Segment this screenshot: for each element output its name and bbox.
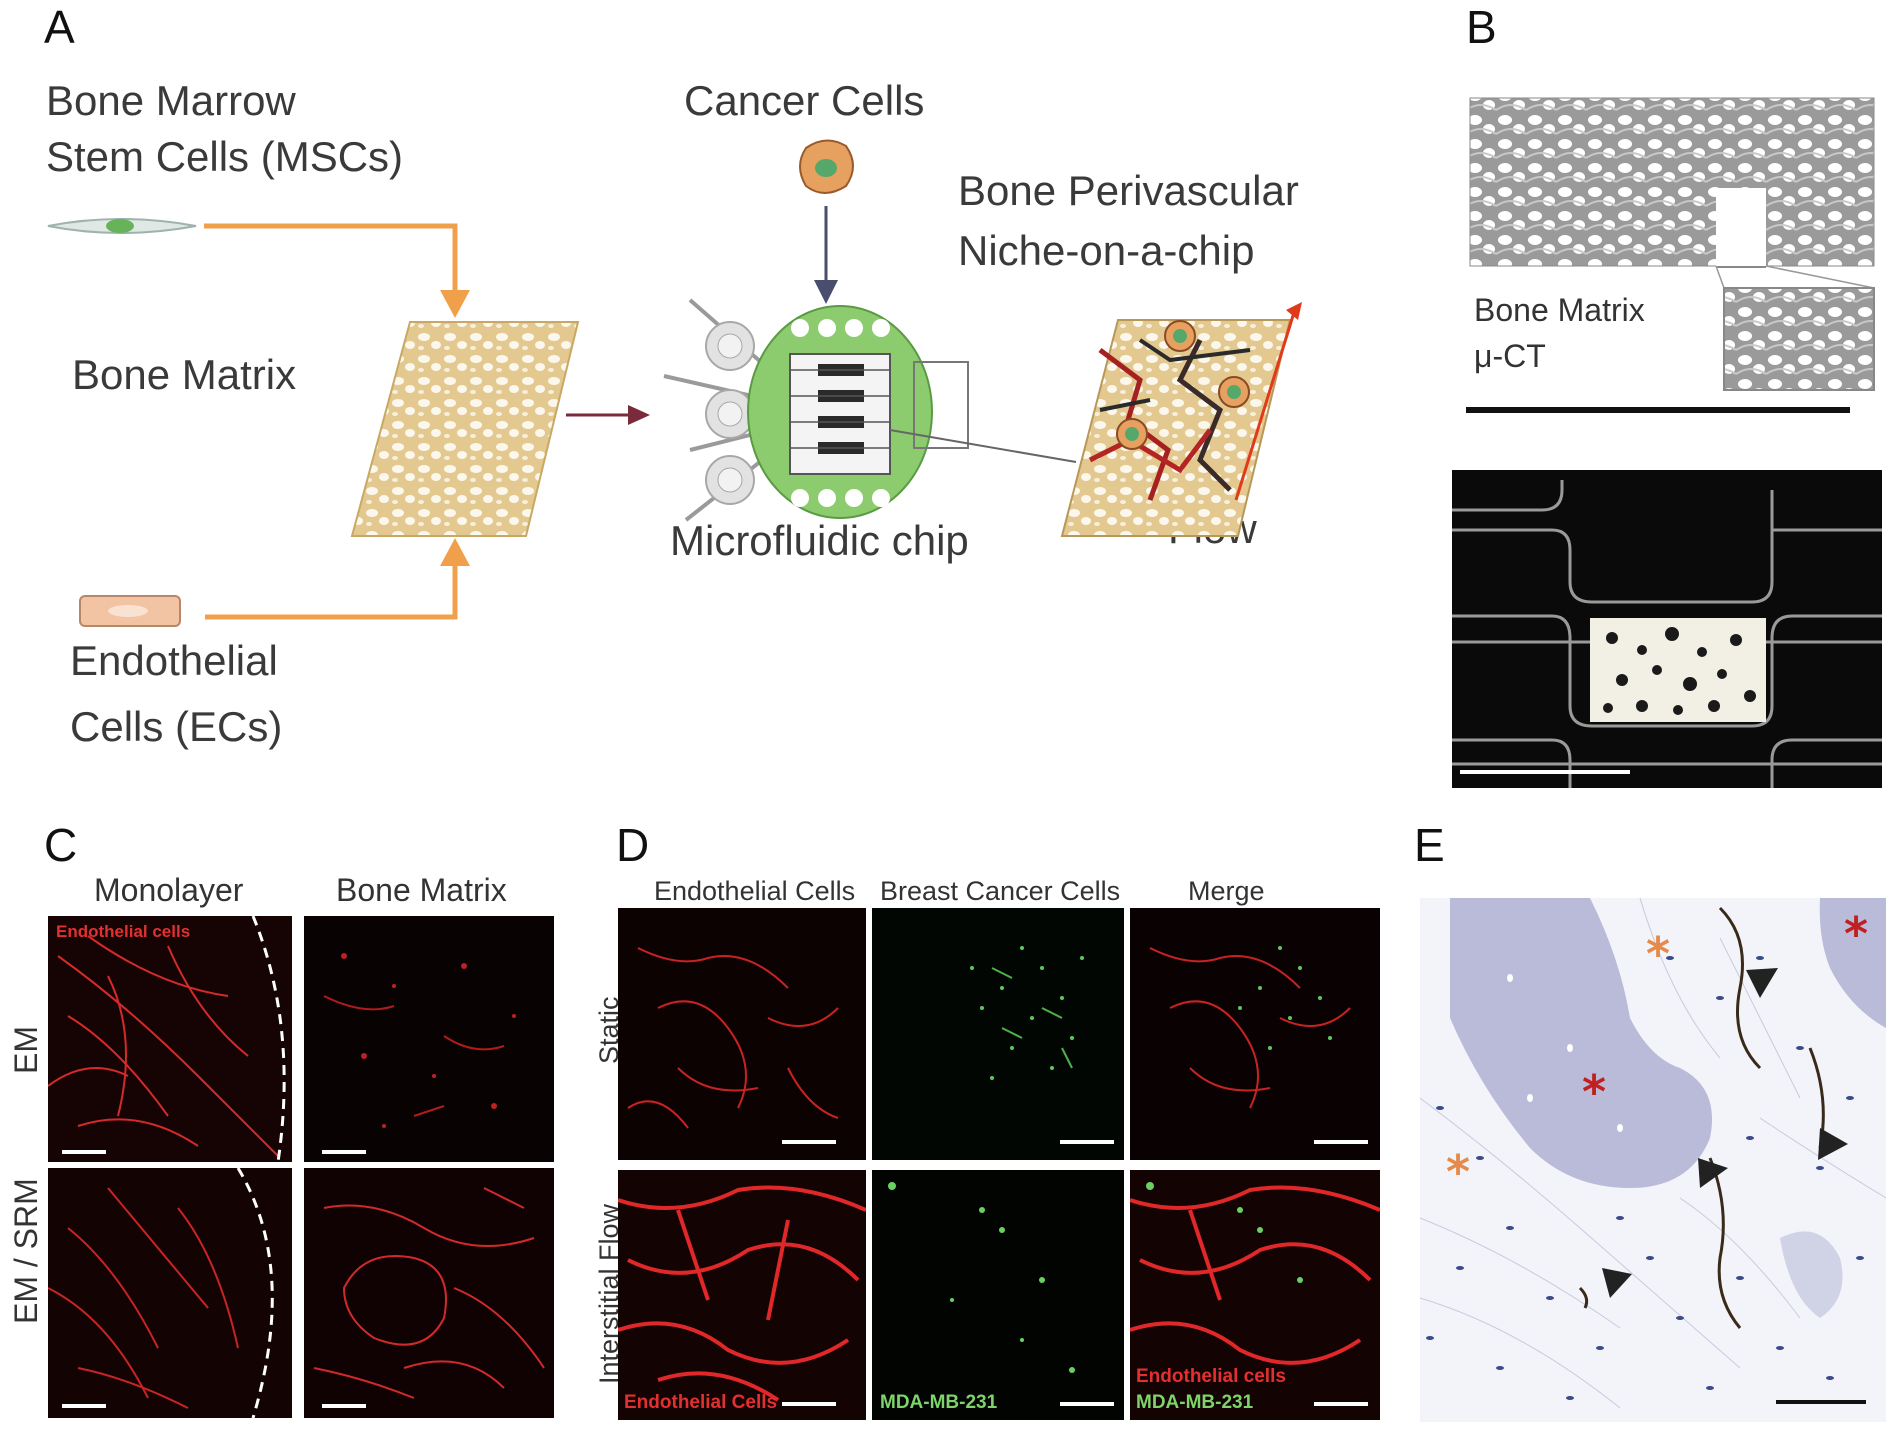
microfluidic-chip-label: Microfluidic chip (670, 517, 969, 564)
e-histology-image: * * * * (1420, 898, 1886, 1422)
msc-cell-icon (47, 218, 197, 234)
d-overlay-endothelial: Endothelial Cells (624, 1392, 778, 1413)
panel-letter-e: E (1414, 819, 1445, 871)
niche-label-line2: Niche-on-a-chip (958, 227, 1255, 274)
d-col-header-merge: Merge (1188, 876, 1265, 906)
schematic-diagram (47, 139, 1302, 627)
ec-to-matrix-arrow (205, 538, 470, 620)
panel-letter-b: B (1466, 1, 1497, 53)
cancer-cells-label: Cancer Cells (684, 77, 925, 124)
niche-scaffold (1060, 319, 1292, 537)
ct-label-line1: Bone Matrix (1474, 292, 1645, 328)
niche-label-line1: Bone Perivascular (958, 167, 1299, 214)
c-row-label-em-srm: EM / SRM (8, 1178, 44, 1324)
bone-matrix-microct-render (1466, 97, 1875, 413)
ec-cell-icon (79, 595, 181, 627)
d-overlay-mda: MDA-MB-231 (880, 1392, 998, 1413)
d-overlay-merge-mda: MDA-MB-231 (1136, 1392, 1254, 1413)
panel-letter-a: A (44, 1, 75, 53)
bone-matrix-label: Bone Matrix (72, 351, 297, 398)
msc-label-line2: Stem Cells (MSCs) (46, 133, 404, 180)
bone-matrix-scaffold (350, 321, 580, 537)
svg-text:*: * (1446, 1145, 1470, 1199)
d-overlay-merge-endothelial: Endothelial cells (1136, 1366, 1286, 1387)
d-flow-merge-image: Endothelial cells MDA-MB-231 (1130, 1170, 1380, 1420)
msc-label-line1: Bone Marrow (46, 77, 296, 124)
d-flow-cancer-image: MDA-MB-231 (872, 1170, 1124, 1420)
c-row-label-em: EM (8, 1026, 44, 1074)
svg-text:*: * (1646, 927, 1670, 981)
ec-label-line1: Endothelial (70, 637, 278, 684)
d-flow-endothelial-image: Endothelial Cells (618, 1170, 866, 1420)
chip-brightfield-image (1452, 470, 1882, 788)
c-endothelial-overlay: Endothelial cells (56, 922, 191, 941)
d-col-header-breast-cancer: Breast Cancer Cells (880, 876, 1121, 906)
microfluidic-chip-icon (663, 298, 1077, 522)
c-monolayer-em-image: Endothelial cells (48, 916, 292, 1162)
d-static-cancer-image (872, 908, 1124, 1160)
flow-arrow (1234, 302, 1302, 501)
matrix-to-chip-arrow (566, 405, 650, 425)
svg-text:*: * (1844, 907, 1868, 961)
svg-text:*: * (1582, 1065, 1606, 1119)
ct-label-line2: μ-CT (1474, 338, 1546, 374)
msc-to-matrix-arrow (204, 223, 470, 318)
c-col-header-bone-matrix: Bone Matrix (336, 872, 507, 908)
d-static-merge-image (1130, 908, 1380, 1160)
panel-letter-d: D (616, 819, 650, 871)
ec-label-line2: Cells (ECs) (70, 703, 283, 750)
panel-letter-c: C (44, 819, 78, 871)
c-col-header-monolayer: Monolayer (94, 872, 244, 908)
cancer-cell-icon (799, 139, 854, 194)
cancer-to-chip-arrow (814, 206, 838, 304)
c-bone-matrix-em-image (304, 916, 554, 1162)
c-bone-matrix-em-srm-image (304, 1168, 554, 1418)
d-static-endothelial-image (618, 908, 866, 1160)
c-monolayer-em-srm-image (48, 1168, 292, 1418)
d-col-header-endothelial: Endothelial Cells (654, 876, 856, 906)
